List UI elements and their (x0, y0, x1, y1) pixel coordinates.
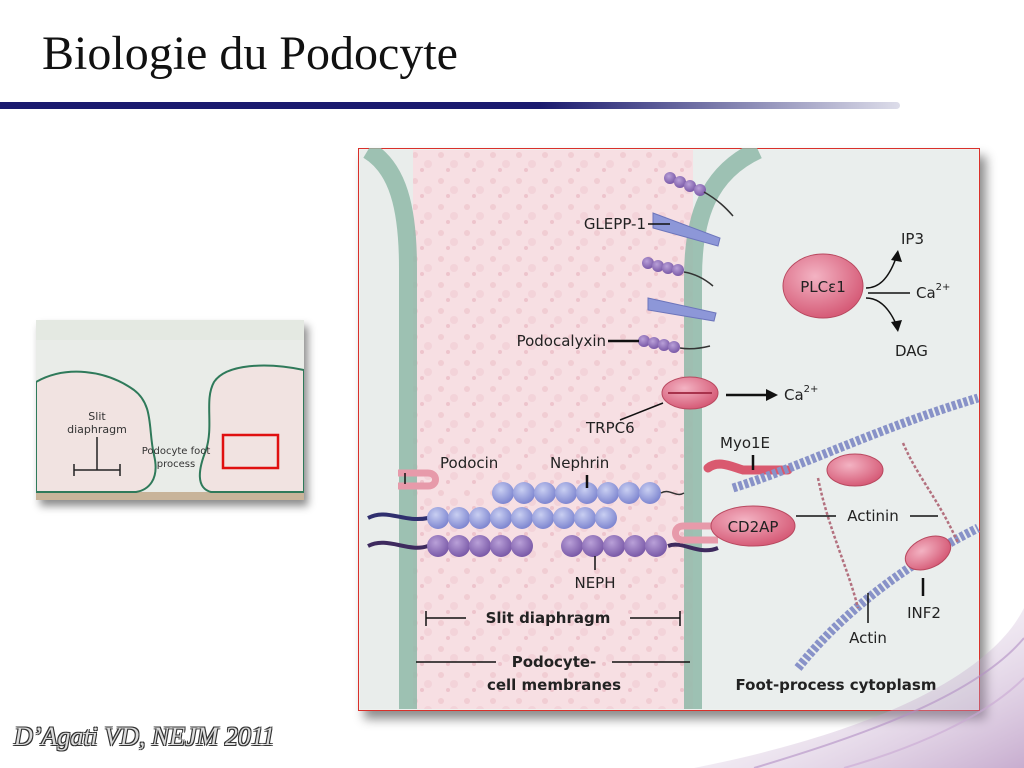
label-cd2ap: CD2AP (728, 518, 779, 536)
inf2-protein (904, 535, 952, 571)
label-foot-process-cytoplasm: Foot-process cytoplasm (736, 676, 937, 694)
label-podocalyxin: Podocalyxin (517, 332, 606, 350)
slit-diaphragm-diagram: GLEPP-1 Podocalyxin TRPC6 Podocin Nephri… (358, 148, 980, 711)
nephrin-top-row (492, 482, 685, 504)
label-glepp1: GLEPP-1 (584, 215, 646, 233)
label-nephrin: Nephrin (550, 454, 609, 472)
podocalyxin-chain (638, 335, 711, 353)
label-plce1: PLCε1 (800, 278, 846, 296)
zoom-box (221, 433, 280, 470)
label-inf2: INF2 (907, 604, 941, 622)
inset-slit-label-1: Slit (88, 410, 106, 423)
label-ca-trpc6: Ca2+ (784, 384, 818, 404)
inset-foot-label-1: Podocyte foot (142, 446, 211, 457)
podocin-left (398, 469, 439, 490)
actinin-crosslink-1 (816, 477, 860, 609)
label-actinin: Actinin (847, 507, 898, 525)
label-membranes-1: Podocyte- (512, 653, 597, 671)
actinin-crosslink-2 (901, 442, 960, 544)
actin-filament-1 (731, 393, 980, 493)
label-membranes-2: cell membranes (487, 676, 621, 694)
glepp1-cone-1 (652, 212, 721, 247)
label-ca-plc: Ca2+ (916, 282, 950, 302)
label-actin: Actin (849, 629, 887, 647)
label-neph: NEPH (574, 574, 615, 592)
citation: D’Agati VD, NEJM 2011 (14, 722, 275, 751)
foot-process-right (198, 364, 304, 493)
podocin-right (672, 522, 718, 544)
glepp1-cone-2 (647, 297, 717, 322)
basement-membrane (36, 492, 304, 500)
glepp1-chain-2 (642, 257, 714, 287)
neph-row (367, 535, 719, 557)
label-ip3: IP3 (901, 230, 924, 248)
plce1-enzyme (782, 253, 864, 319)
label-podocin: Podocin (440, 454, 498, 472)
slide-title: Biologie du Podocyte (42, 27, 458, 80)
actin-filament-2 (794, 523, 980, 671)
title-underline (0, 102, 900, 109)
actinin-blob (826, 453, 884, 487)
foot-process-left (36, 370, 157, 493)
inset-foot-label-2: process (157, 459, 195, 470)
corner-decoration (694, 608, 1024, 768)
label-trpc6: TRPC6 (585, 419, 635, 437)
label-slit-diaphragm: Slit diaphragm (486, 609, 611, 627)
foot-process-inset: Slit diaphragm Podocyte foot process (36, 320, 304, 500)
inset-slit-label-2: diaphragm (67, 423, 127, 436)
myo1e-protein (703, 459, 793, 475)
right-cell-membrane (684, 148, 763, 709)
label-myo1e: Myo1E (720, 434, 770, 452)
label-dag: DAG (895, 342, 928, 360)
left-cell-membrane (362, 148, 417, 709)
cd2ap-protein (710, 505, 796, 547)
nephrin-middle-row (367, 507, 617, 529)
glepp1-chain-1 (664, 172, 734, 217)
